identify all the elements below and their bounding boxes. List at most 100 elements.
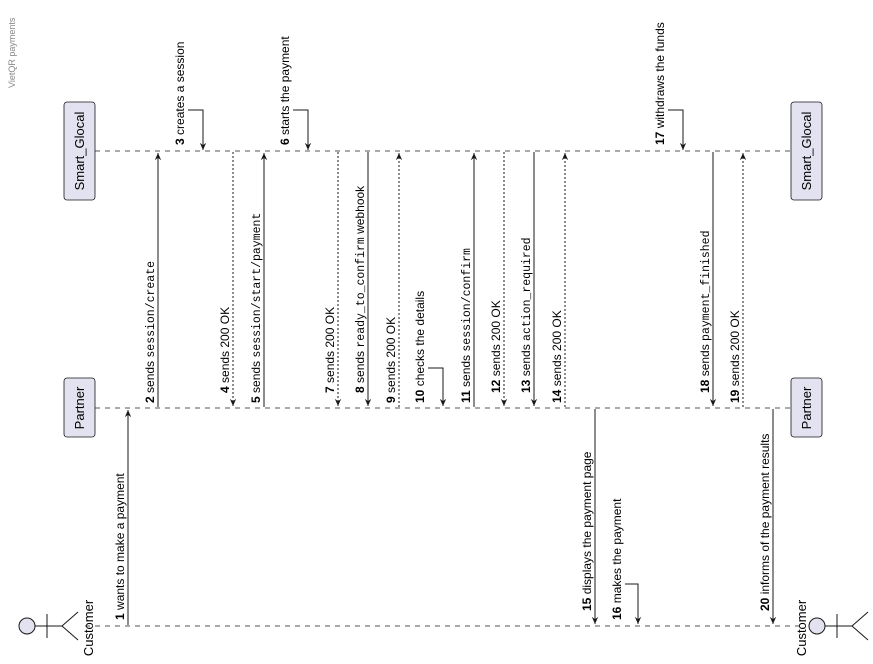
message-number: 18 bbox=[698, 379, 712, 393]
participant-label: Partner bbox=[799, 386, 814, 429]
actor-label: Customer bbox=[794, 599, 809, 656]
message-number: 17 bbox=[653, 131, 667, 145]
svg-text:14 sends 200 OK: 14 sends 200 OK bbox=[550, 310, 564, 403]
message-number: 1 bbox=[113, 613, 127, 620]
message-7: 7 sends 200 OK bbox=[323, 152, 342, 406]
svg-text:2 sends session/create: 2 sends session/create bbox=[143, 261, 158, 403]
message-number: 3 bbox=[173, 138, 187, 145]
svg-text:11 sends session/confir: 11 sends session/confirm bbox=[459, 248, 474, 403]
message-label: checks the details bbox=[413, 291, 427, 386]
svg-text:6 starts the payment: 6 starts the payment bbox=[278, 36, 292, 145]
message-5: 5 sends session/start/payment bbox=[249, 153, 268, 407]
svg-text:3 creates a session: 3 creates a session bbox=[173, 42, 187, 145]
message-code: action_required bbox=[521, 237, 534, 341]
svg-text:19 sends 200 OK: 19 sends 200 OK bbox=[728, 310, 742, 403]
message-14: 14 sends 200 OK bbox=[550, 153, 569, 407]
message-label: wants to make a payment bbox=[113, 473, 127, 611]
message-number: 12 bbox=[489, 379, 503, 393]
participant-smart-glocal-left: Smart_Glocal bbox=[63, 101, 96, 201]
message-label: displays the payment page bbox=[580, 451, 594, 594]
message-10: 10 checks the details bbox=[413, 291, 447, 406]
message-number: 19 bbox=[728, 389, 742, 403]
message-number: 4 bbox=[218, 386, 232, 393]
svg-text:7 sends 200 OK: 7 sends 200 OK bbox=[323, 307, 337, 393]
message-label: informs of the payment results bbox=[758, 434, 772, 595]
message-label: sends bbox=[519, 341, 533, 376]
message-20: 20 informs of the payment results bbox=[758, 409, 777, 624]
participant-label: Partner bbox=[72, 386, 87, 429]
actor-customer-left: Customer bbox=[18, 599, 96, 656]
message-label: withdraws the funds bbox=[653, 22, 667, 129]
svg-text:18 sends payment_finish: 18 sends payment_finished bbox=[698, 231, 713, 393]
svg-text:4 sends 200 OK: 4 sends 200 OK bbox=[218, 307, 232, 393]
message-label: sends 200 OK bbox=[728, 310, 742, 386]
participant-label: Smart_Glocal bbox=[72, 112, 87, 191]
message-label: makes the payment bbox=[610, 498, 624, 603]
message-code: payment_finished bbox=[700, 231, 713, 341]
message-16: 16 makes the payment bbox=[610, 498, 642, 624]
message-1: 1 wants to make a payment bbox=[113, 410, 132, 625]
message-2: 2 sends session/create bbox=[143, 153, 162, 407]
message-label: sends bbox=[143, 358, 157, 393]
svg-text:15 displays the payment: 15 displays the payment page bbox=[580, 451, 594, 611]
participant-partner-left: Partner bbox=[63, 377, 96, 438]
message-number: 7 bbox=[323, 386, 337, 393]
message-label: sends 200 OK bbox=[218, 307, 232, 383]
message-3: 3 creates a session bbox=[173, 42, 207, 150]
svg-text:1 wants to make a payme: 1 wants to make a payment bbox=[113, 473, 127, 620]
message-label: sends 200 OK bbox=[550, 310, 564, 386]
message-label: sends bbox=[698, 341, 712, 376]
message-label: sends 200 OK bbox=[489, 300, 503, 376]
message-number: 11 bbox=[459, 390, 473, 403]
message-number: 6 bbox=[278, 138, 292, 145]
message-number: 10 bbox=[413, 389, 427, 403]
message-number: 5 bbox=[249, 396, 263, 403]
message-suffix: webhook bbox=[353, 185, 367, 237]
message-9: 9 sends 200 OK bbox=[384, 153, 403, 407]
actor-customer-right: Customer bbox=[794, 599, 869, 656]
svg-text:17 withdraws the funds: 17 withdraws the funds bbox=[653, 22, 667, 145]
message-code: session/start/payment bbox=[251, 213, 264, 358]
participant-smart-glocal-right: Smart_Glocal bbox=[790, 101, 823, 201]
message-code: ready_to_confirm bbox=[355, 237, 368, 348]
svg-text:16 makes the payment: 16 makes the payment bbox=[610, 498, 624, 620]
message-18: 18 sends payment_finished bbox=[698, 152, 717, 406]
message-4: 4 sends 200 OK bbox=[218, 152, 237, 406]
message-number: 9 bbox=[384, 396, 398, 403]
message-label: creates a session bbox=[173, 42, 187, 135]
message-number: 16 bbox=[610, 606, 624, 620]
message-6: 6 starts the payment bbox=[278, 36, 312, 150]
svg-text:13 sends action_require: 13 sends action_required bbox=[519, 237, 534, 393]
message-8: 8 sends ready_to_confirm webhook bbox=[353, 152, 372, 406]
message-number: 20 bbox=[758, 597, 772, 611]
message-label: sends 200 OK bbox=[323, 307, 337, 383]
message-number: 14 bbox=[550, 389, 564, 403]
message-label: sends bbox=[459, 352, 473, 387]
participant-label: Smart_Glocal bbox=[799, 112, 814, 191]
message-12: 12 sends 200 OK bbox=[489, 152, 508, 406]
message-label: sends bbox=[249, 358, 263, 393]
message-11: 11 sends session/confirm bbox=[459, 153, 478, 407]
diagram-title: VietQR payments bbox=[7, 17, 17, 88]
message-label: starts the payment bbox=[278, 36, 292, 135]
svg-text:10 checks the details: 10 checks the details bbox=[413, 291, 427, 403]
actor-icon bbox=[18, 611, 79, 641]
message-code: session/confirm bbox=[461, 248, 474, 352]
message-label: sends 200 OK bbox=[384, 317, 398, 393]
message-label: sends bbox=[353, 348, 367, 383]
svg-text:12 sends 200 OK: 12 sends 200 OK bbox=[489, 300, 503, 393]
actor-icon bbox=[808, 611, 869, 641]
svg-text:8 sends ready_to_confir: 8 sends ready_to_confirm webhook bbox=[353, 185, 368, 393]
participant-partner-right: Partner bbox=[790, 377, 823, 438]
message-number: 15 bbox=[580, 597, 594, 611]
actor-label: Customer bbox=[81, 599, 96, 656]
message-19: 19 sends 200 OK bbox=[728, 153, 747, 407]
svg-text:20 informs of the payme: 20 informs of the payment results bbox=[758, 434, 772, 611]
message-code: session/create bbox=[145, 261, 158, 358]
message-15: 15 displays the payment page bbox=[580, 409, 599, 624]
message-number: 8 bbox=[353, 386, 367, 393]
message-17: 17 withdraws the funds bbox=[653, 22, 687, 150]
svg-text:9 sends 200 OK: 9 sends 200 OK bbox=[384, 317, 398, 403]
message-number: 2 bbox=[143, 396, 157, 403]
